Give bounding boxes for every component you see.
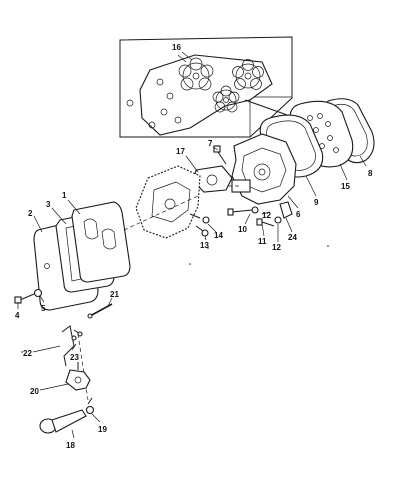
bolt-11	[256, 218, 275, 227]
gear-icon	[232, 59, 264, 90]
callout-12: 12	[272, 243, 281, 252]
bolt-10	[227, 206, 259, 216]
screw-14	[189, 213, 210, 224]
clip-24	[274, 201, 293, 224]
alignment-line	[77, 333, 89, 401]
callout-10: 10	[238, 225, 247, 234]
valve-body	[135, 165, 201, 239]
callout-17: 17	[176, 147, 185, 156]
callout-18: 18	[66, 441, 75, 450]
callout-5: 5	[41, 304, 46, 313]
callout-4: 4	[15, 311, 20, 320]
washer-5	[33, 288, 43, 298]
bolt-4	[14, 293, 35, 304]
callout-16: 16	[172, 43, 181, 52]
inset-leader	[244, 99, 291, 117]
callout-15: 15	[341, 182, 350, 191]
washer-13	[195, 225, 209, 237]
callout-12: 12	[262, 211, 271, 220]
callout-20: 20	[30, 387, 39, 396]
housing-6	[231, 133, 297, 205]
callout-14: 14	[214, 231, 223, 240]
gear-icon	[212, 85, 240, 113]
linkage-22	[61, 325, 77, 367]
leader-lines	[17, 51, 367, 439]
nut-19	[85, 397, 95, 415]
callout-21: 21	[110, 290, 119, 299]
callout-labels: 16 7 17 8 15 9 6 1 2 3 4 5 21 22 23 20 1…	[15, 43, 373, 450]
lever-20	[65, 362, 91, 391]
callout-24: 24	[288, 233, 297, 242]
callout-22: 22	[23, 349, 32, 358]
callout-8: 8	[368, 169, 373, 178]
callout-1: 1	[62, 191, 67, 200]
callout-13: 13	[200, 241, 209, 250]
callout-6: 6	[296, 210, 301, 219]
callout-11: 11	[258, 237, 267, 246]
pin-23	[73, 329, 83, 337]
callout-19: 19	[98, 425, 107, 434]
callout-9: 9	[314, 198, 319, 207]
callout-23: 23	[70, 353, 79, 362]
callout-3: 3	[46, 200, 51, 209]
callout-7: 7	[208, 139, 213, 148]
gear-icon	[178, 57, 214, 91]
inset-detail-16	[119, 36, 293, 138]
plate-1	[71, 201, 131, 283]
callout-2: 2	[28, 209, 33, 218]
knob-18	[39, 409, 87, 434]
rod-21	[87, 303, 113, 319]
